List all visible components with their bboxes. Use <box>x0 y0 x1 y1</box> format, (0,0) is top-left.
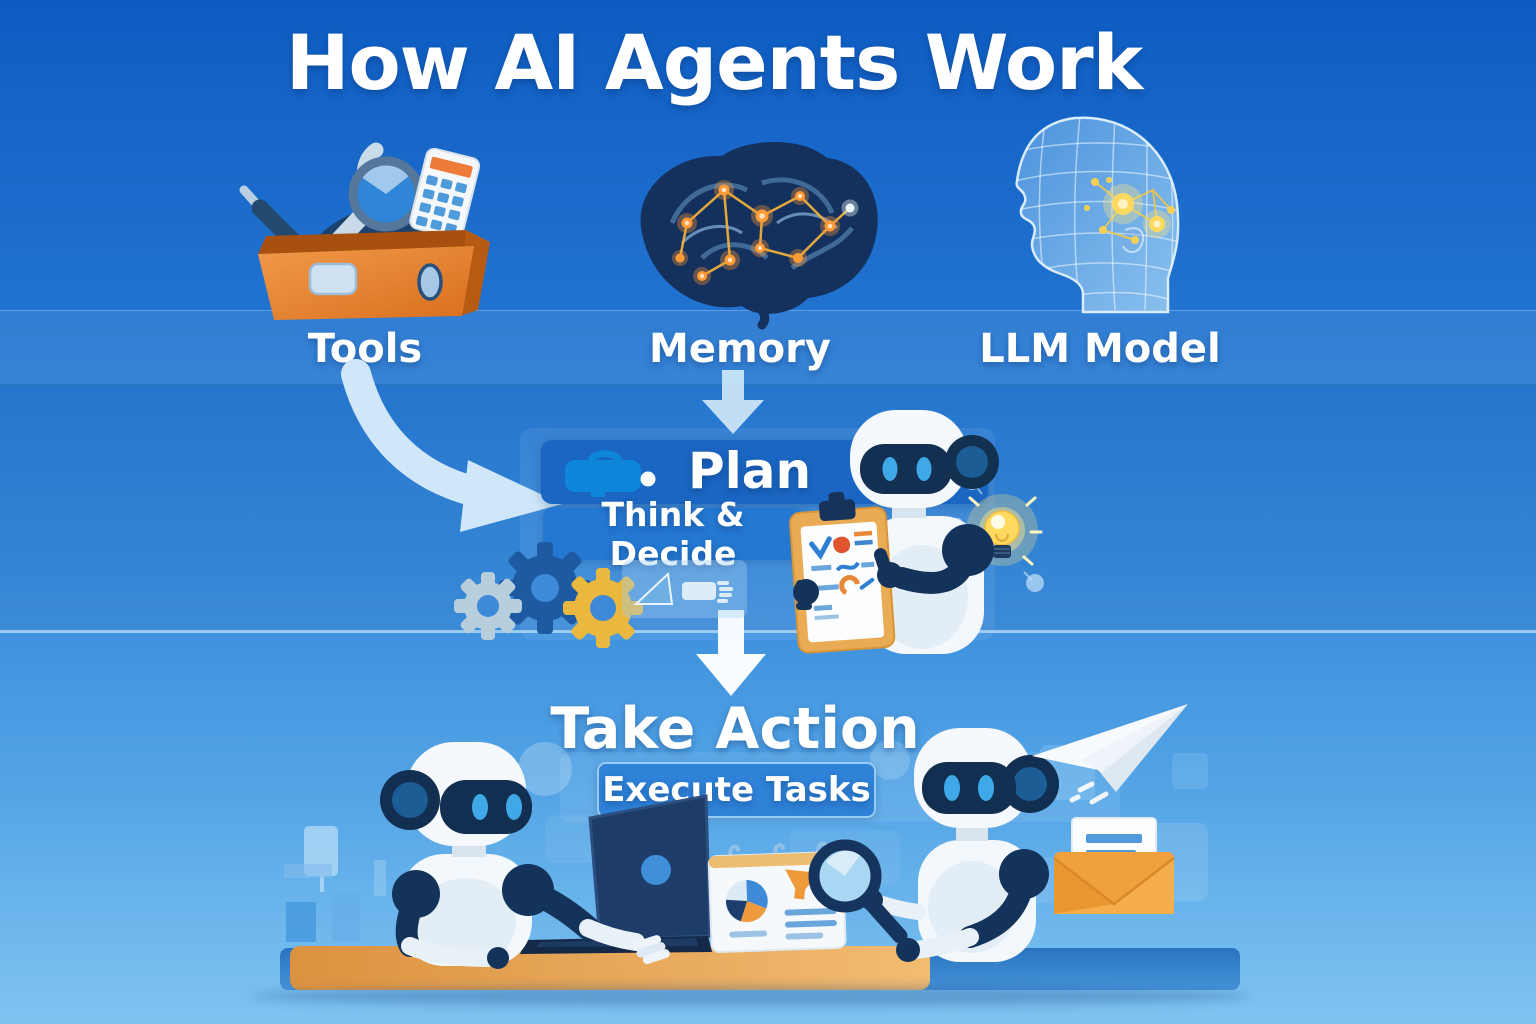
brain-icon <box>640 142 878 330</box>
plan-step-title: Plan <box>687 442 812 500</box>
down-arrow-icon <box>696 610 766 696</box>
robot-pointing <box>848 728 1059 962</box>
triangle-hand-icon <box>633 571 733 605</box>
magnifier-small-icon <box>348 156 424 232</box>
down-arrow-icon <box>702 370 764 434</box>
robot-typing-at-laptop <box>380 742 712 969</box>
briefcase-icon <box>565 450 656 497</box>
bg-bar-chart-decor <box>284 826 386 942</box>
envelope-icon <box>1053 817 1175 914</box>
memory-label: Memory <box>649 326 831 372</box>
gear-yellow-icon <box>563 568 643 648</box>
pie-chart-decor <box>726 880 769 923</box>
desk-shadow <box>250 986 1250 1006</box>
paper-plane-icon <box>1032 704 1188 805</box>
robot-arms <box>392 864 670 969</box>
plan-step-subtitle: Think & Decide <box>601 495 745 573</box>
desk <box>290 946 930 990</box>
toolbox-icon <box>239 142 490 320</box>
clipboard-icon <box>789 491 896 654</box>
wireframe-head-icon <box>1015 116 1180 314</box>
magnifier-icon <box>808 839 908 944</box>
robot-with-clipboard <box>789 410 1044 654</box>
page-title: How AI Agents Work <box>285 18 1143 107</box>
ghost-circle-decor <box>518 742 572 796</box>
neural-nodes-decor <box>672 180 859 285</box>
toolbox-body <box>258 230 490 320</box>
calculator-icon <box>409 147 481 240</box>
glow-network-decor <box>1084 177 1175 244</box>
take-action-title: Take Action <box>550 696 920 762</box>
gears-icon <box>454 542 643 648</box>
ghost-circle-decor <box>870 740 910 780</box>
llm-model-label: LLM Model <box>979 326 1221 372</box>
robot-head <box>914 728 1059 828</box>
robot-head <box>380 742 532 846</box>
robot-head <box>850 410 999 508</box>
robot-arms <box>793 539 979 610</box>
shapes-chip <box>622 560 747 618</box>
take-action-subtitle: Execute Tasks <box>602 770 871 810</box>
curved-arrow-icon <box>341 359 562 532</box>
gear-light-icon <box>454 572 522 640</box>
think-decide-box: Think & Decide <box>543 495 803 573</box>
